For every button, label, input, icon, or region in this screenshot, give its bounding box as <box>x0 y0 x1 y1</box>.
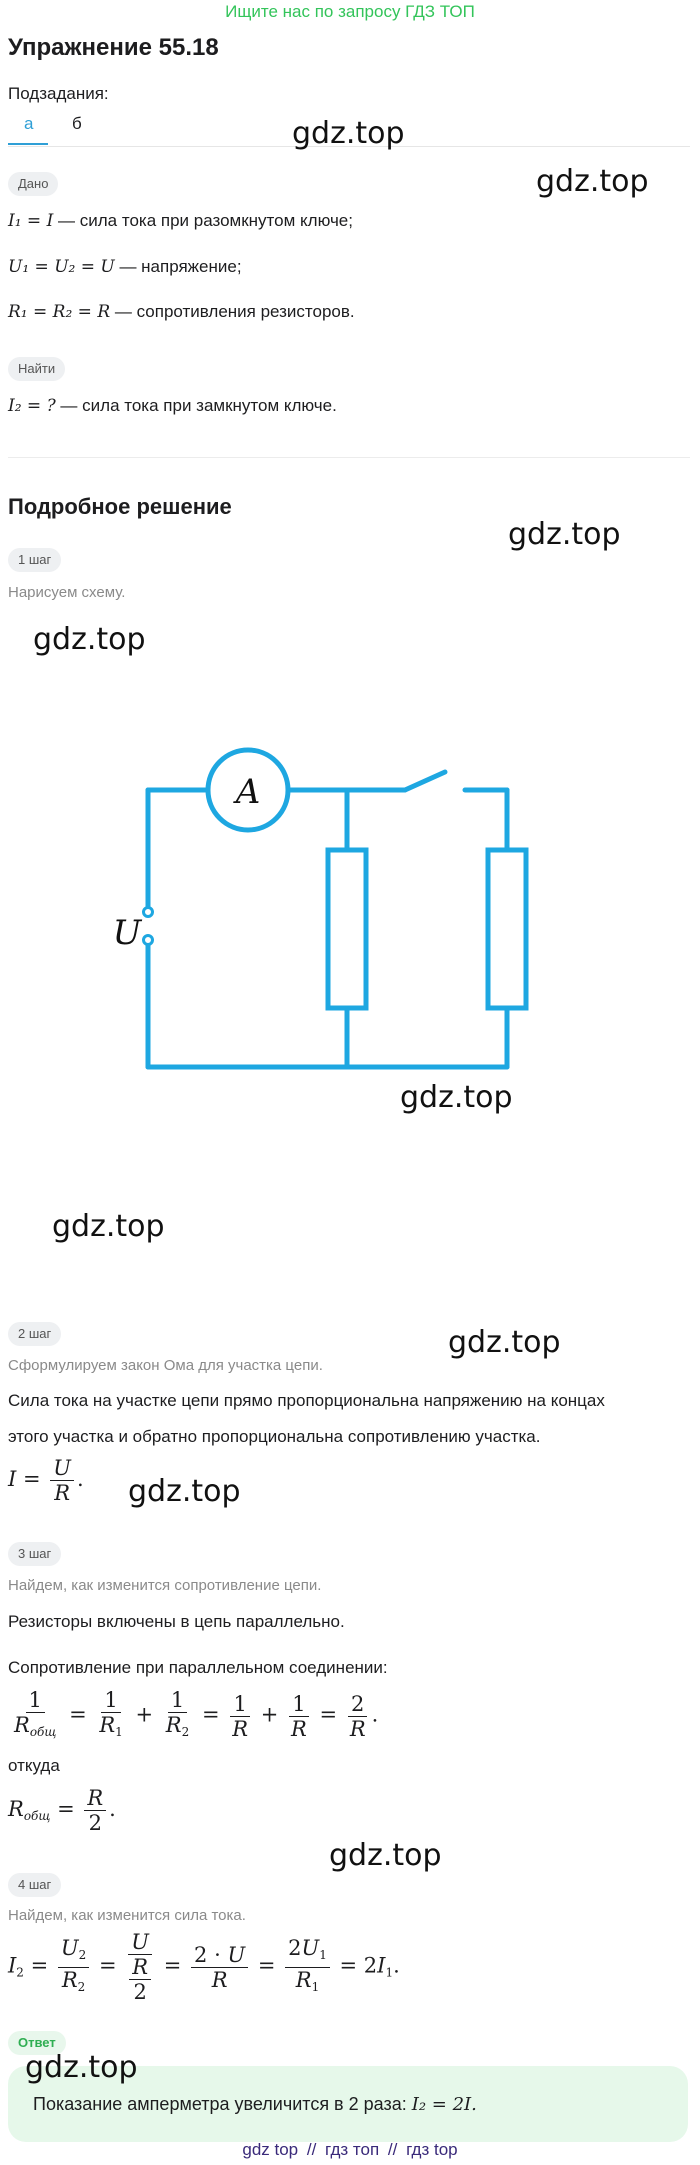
given-badge: Дано <box>8 172 59 196</box>
search-banner[interactable]: Ищите нас по запросу ГДЗ ТОП <box>225 2 475 21</box>
voltage-label: U <box>113 913 143 953</box>
ammeter-circle <box>205 747 291 833</box>
watermark-4: gdz.top <box>33 622 146 657</box>
tab-subtask-b[interactable]: б <box>72 114 82 133</box>
answer-box <box>8 2066 688 2142</box>
page-title: Упражнение 55.18 <box>8 34 219 61</box>
step-2-hint: Сформулируем закон Ома для участка цепи. <box>8 1357 323 1374</box>
step-4-badge: 4 шаг <box>8 1873 62 1897</box>
step-3-hint: Найдем, как изменится сопротивление цепи… <box>8 1577 322 1594</box>
watermark-9: gdz.top <box>329 1838 442 1873</box>
footer-separator-1: // <box>306 2140 317 2159</box>
find-line-math: I₂ = ? <box>8 396 56 416</box>
step-1-badge: 1 шаг <box>8 548 62 572</box>
given-line-2-math: U₁ = U₂ = U <box>8 257 115 277</box>
watermark-5: gdz.top <box>400 1080 513 1115</box>
step-3-text-2: Сопротивление при параллельном соединени… <box>8 1658 388 1677</box>
given-line-2: U₁ = U₂ = U — напряжение; <box>8 257 242 277</box>
answer-text-body: Показание амперметра увеличится в 2 раза… <box>33 2094 412 2114</box>
watermark-3: gdz.top <box>508 517 621 552</box>
tabs-divider <box>8 146 690 147</box>
resistor-1 <box>325 847 369 1011</box>
terminal-top <box>142 906 154 918</box>
step-4-hint: Найдем, как изменится сила тока. <box>8 1907 246 1924</box>
footer-link-3[interactable]: гдз top <box>406 2140 458 2159</box>
find-badge: Найти <box>8 357 66 381</box>
step-3-text-1: Резисторы включены в цепь параллельно. <box>8 1612 345 1631</box>
step-2-text-2: этого участка и обратно пропорциональна … <box>8 1427 541 1446</box>
step-3-badge: 3 шаг <box>8 1542 62 1566</box>
ammeter-label: A <box>233 772 261 812</box>
section-divider <box>8 457 690 458</box>
given-line-3: R₁ = R₂ = R — сопротивления резисторов. <box>8 302 355 322</box>
watermark-10: gdz.top <box>25 2050 138 2085</box>
step-2-badge: 2 шаг <box>8 1322 62 1346</box>
watermark-6: gdz.top <box>52 1209 165 1244</box>
step-2-text-1: Сила тока на участке цепи прямо пропорци… <box>8 1391 605 1410</box>
answer-text: Показание амперметра увеличится в 2 раза… <box>33 2094 477 2115</box>
watermark-1: gdz.top <box>292 116 405 151</box>
footer-link-1[interactable]: gdz top <box>242 2140 299 2159</box>
given-line-1-math: I₁ = I <box>8 211 54 231</box>
tab-subtask-a[interactable]: а <box>24 114 34 133</box>
given-line-1-text: — сила тока при разомкнутом ключе; <box>53 211 353 230</box>
given-line-3-text: — сопротивления резисторов. <box>110 302 355 321</box>
answer-badge: Ответ <box>8 2031 66 2055</box>
solution-title: Подробное решение <box>8 494 232 519</box>
step-3-text-3: откуда <box>8 1756 60 1775</box>
find-line-text: — сила тока при замкнутом ключе. <box>55 396 337 415</box>
step-1-hint: Нарисуем схему. <box>8 584 126 601</box>
watermark-7: gdz.top <box>448 1325 561 1360</box>
answer-math: I₂ = 2I. <box>411 2094 477 2115</box>
circuit-diagram: A U <box>113 747 529 1070</box>
active-tab-indicator <box>8 143 48 145</box>
terminal-bottom <box>142 934 154 946</box>
given-line-2-text: — напряжение; <box>114 257 242 276</box>
footer-link-2[interactable]: гдз топ <box>325 2140 380 2159</box>
given-line-1: I₁ = I — сила тока при разомкнутом ключе… <box>8 211 353 231</box>
watermark-2: gdz.top <box>536 164 649 199</box>
subtasks-label: Подзадания: <box>8 84 109 103</box>
given-line-3-math: R₁ = R₂ = R <box>8 302 111 322</box>
footer-separator-2: // <box>387 2140 398 2159</box>
resistor-2 <box>485 847 529 1011</box>
watermark-8: gdz.top <box>128 1474 241 1509</box>
find-line: I₂ = ? — сила тока при замкнутом ключе. <box>8 396 337 416</box>
footer-links: gdz top // гдз топ // гдз top <box>0 2140 700 2160</box>
switch-blade <box>402 769 448 793</box>
